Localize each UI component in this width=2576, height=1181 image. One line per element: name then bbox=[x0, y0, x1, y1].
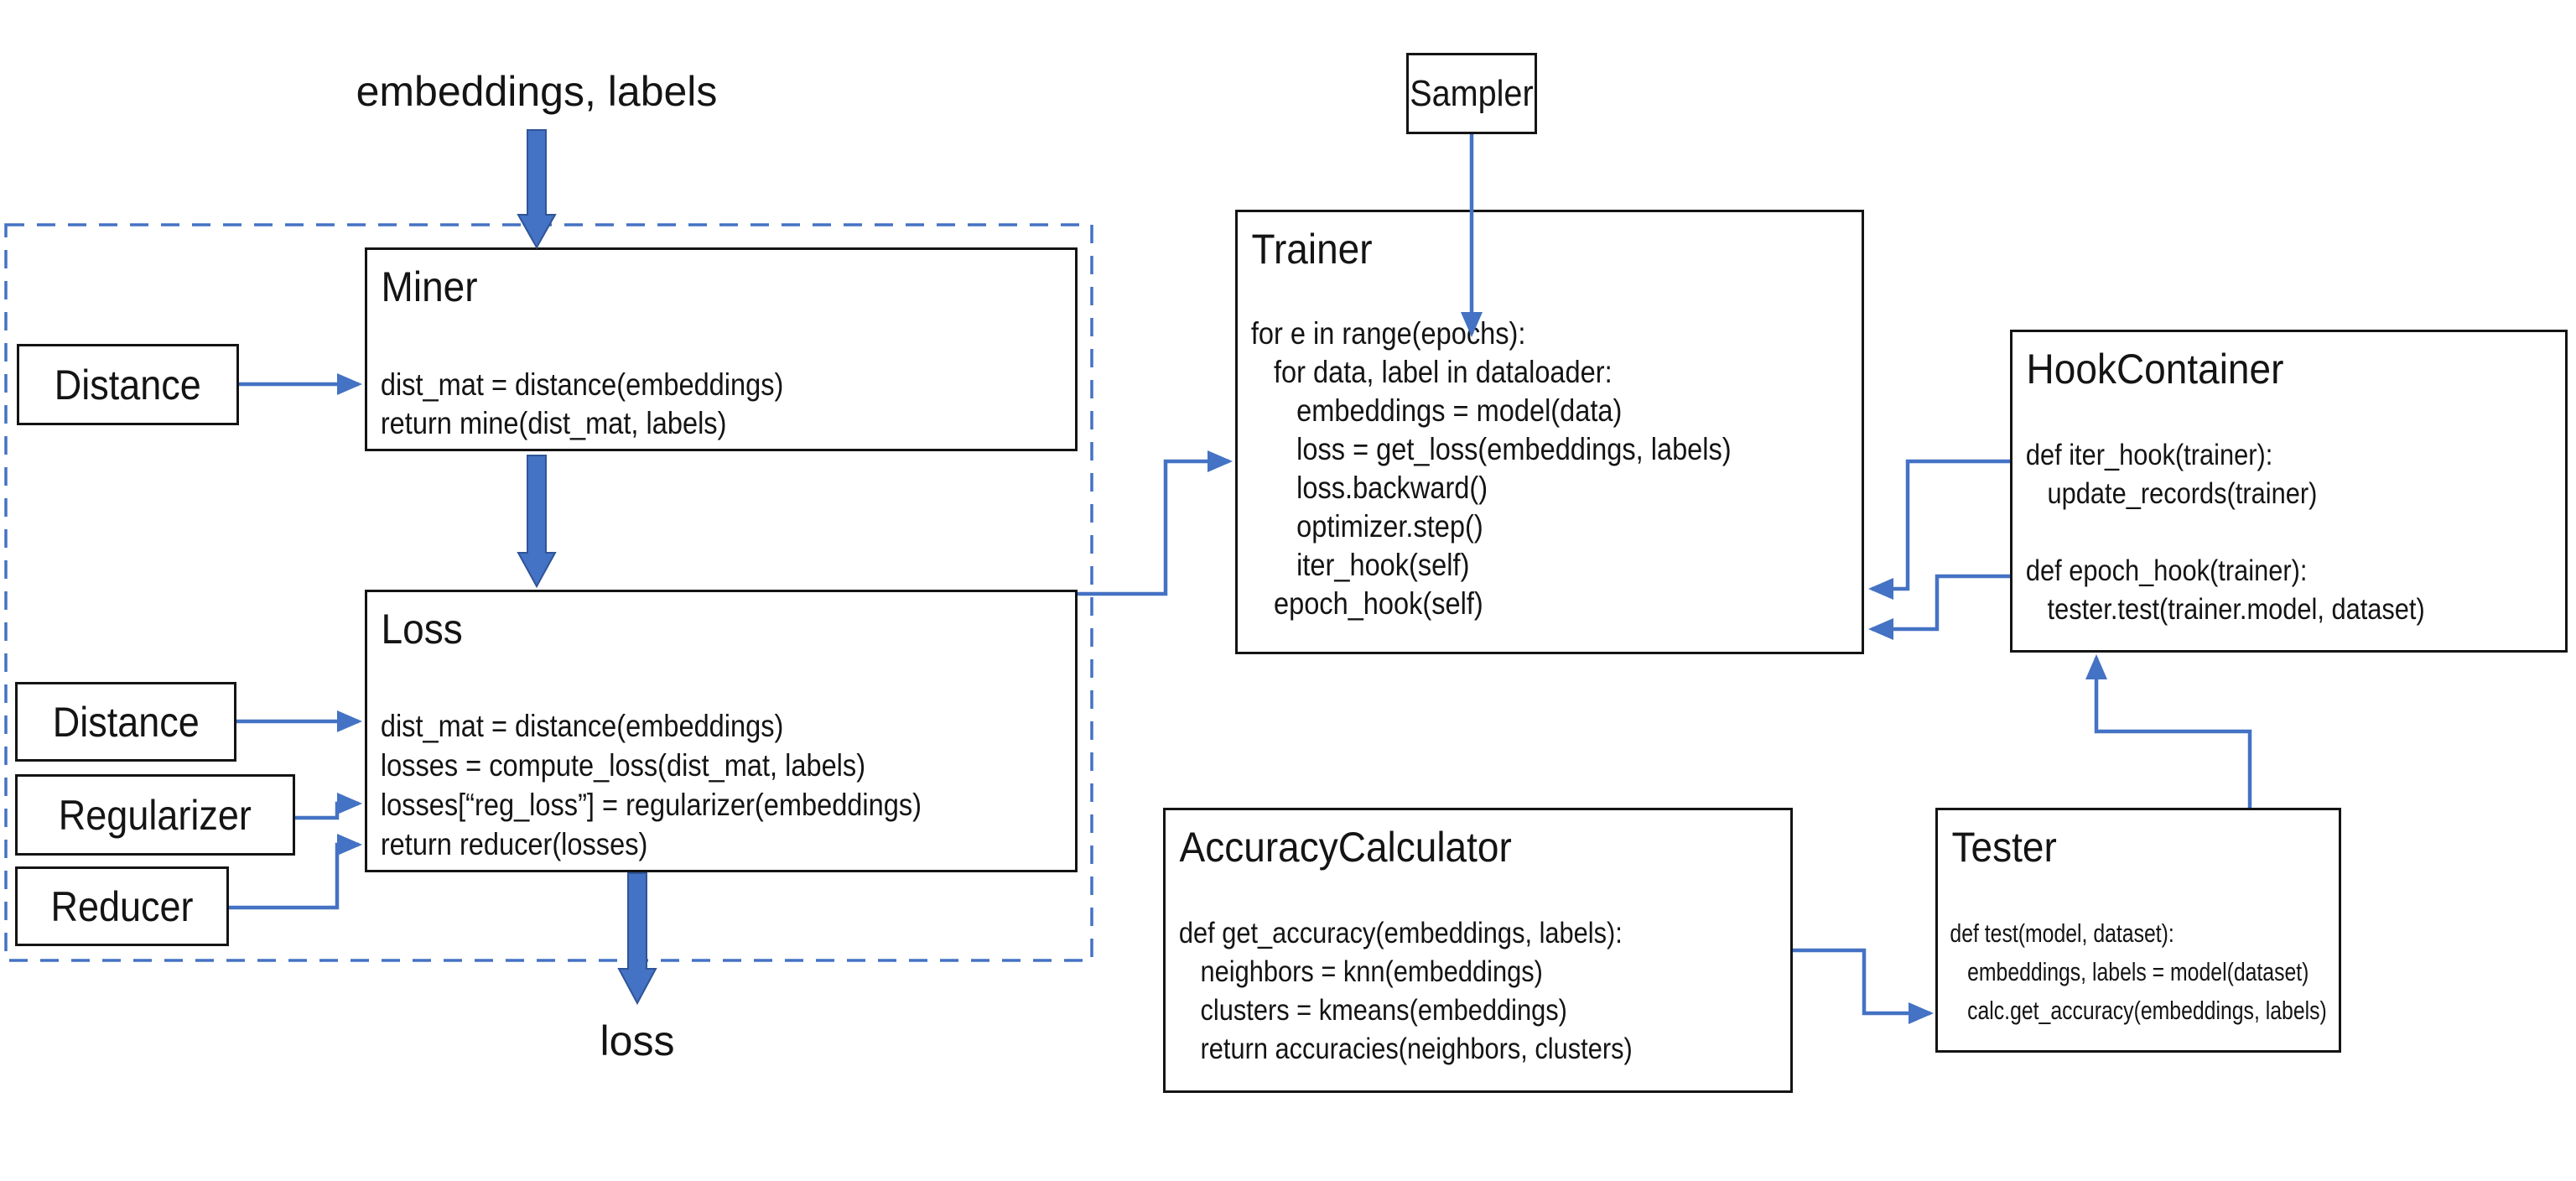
arrow-regularizer-to-loss bbox=[295, 793, 362, 820]
accuracy-calculator-code: def get_accuracy(embeddings, labels): ne… bbox=[1178, 917, 1633, 1065]
sampler-box: Sampler bbox=[1406, 53, 1537, 134]
distance-bottom-label: Distance bbox=[52, 698, 200, 746]
distance-bottom-box: Distance bbox=[15, 682, 236, 762]
trainer-code: for e in range(epochs): for data, label … bbox=[1250, 316, 1732, 621]
reducer-box: Reducer bbox=[15, 866, 229, 946]
thick-arrow-loss-to-output bbox=[617, 872, 657, 1006]
miner-title: Miner bbox=[381, 263, 478, 310]
trainer-box: Trainer for e in range(epochs): for data… bbox=[1235, 210, 1864, 654]
trainer-title: Trainer bbox=[1251, 226, 1373, 273]
loss-box: Loss dist_mat = distance(embeddings) los… bbox=[365, 590, 1078, 872]
output-flow-label: loss bbox=[600, 1017, 675, 1064]
hook-container-box: HookContainer def iter_hook(trainer): up… bbox=[2010, 330, 2568, 653]
distance-top-label: Distance bbox=[54, 361, 202, 408]
arrow-hook-iter-to-trainer bbox=[1868, 459, 2010, 600]
miner-box: Miner dist_mat = distance(embeddings) re… bbox=[365, 247, 1078, 451]
regularizer-box: Regularizer bbox=[15, 774, 295, 856]
tester-title: Tester bbox=[1951, 824, 2057, 871]
accuracy-calculator-box: AccuracyCalculator def get_accuracy(embe… bbox=[1163, 808, 1793, 1093]
loss-title: Loss bbox=[381, 606, 463, 653]
arrow-loss-to-trainer bbox=[1078, 450, 1233, 596]
thick-arrow-miner-to-loss bbox=[517, 455, 557, 589]
input-flow-label: embeddings, labels bbox=[356, 68, 718, 115]
sampler-label: Sampler bbox=[1410, 72, 1534, 114]
arrow-hook-epoch-to-trainer bbox=[1868, 574, 2010, 640]
distance-top-box: Distance bbox=[17, 344, 239, 425]
hook-container-code: def iter_hook(trainer): update_records(t… bbox=[2025, 439, 2425, 626]
miner-code: dist_mat = distance(embeddings) return m… bbox=[380, 367, 784, 440]
accuracy-calculator-title: AccuracyCalculator bbox=[1179, 824, 1512, 871]
loss-code: dist_mat = distance(embeddings) losses =… bbox=[380, 709, 922, 861]
tester-code: def test(model, dataset): embeddings, la… bbox=[1950, 918, 2327, 1025]
reducer-label: Reducer bbox=[50, 882, 194, 930]
regularizer-label: Regularizer bbox=[58, 791, 252, 839]
thick-arrow-input-to-miner bbox=[517, 129, 557, 250]
hook-container-title: HookContainer bbox=[2026, 346, 2284, 393]
arrow-accuracy-calculator-to-tester bbox=[1793, 948, 1934, 1024]
arrow-tester-to-hook-container bbox=[2085, 654, 2252, 808]
tester-box: Tester def test(model, dataset): embeddi… bbox=[1935, 808, 2341, 1053]
